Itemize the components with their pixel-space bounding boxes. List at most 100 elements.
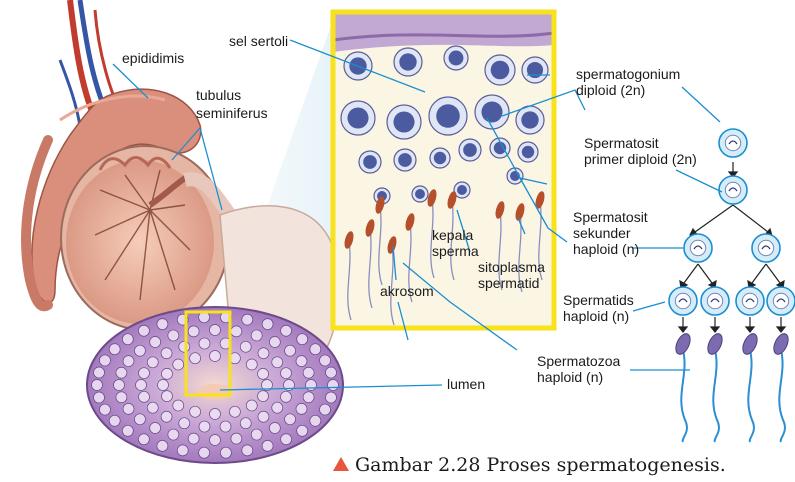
label-kepala-line1: kepala (432, 227, 473, 243)
tubule-cell (320, 404, 331, 415)
tubule-cell (168, 429, 179, 440)
spermatozoa-head (771, 331, 791, 356)
label-epididimis: epididimis (122, 50, 184, 66)
cell-nucleus (449, 51, 464, 66)
tubule-cell (229, 406, 240, 417)
tubule-cell (325, 392, 336, 403)
tubule-cell (161, 348, 172, 359)
tubule-cell (251, 330, 262, 341)
label-sekunder-line3: haploid (n) (573, 241, 639, 257)
spermatozoa-tail (681, 350, 687, 442)
tubule-cell (179, 341, 190, 352)
tubule-cell (272, 357, 283, 368)
tubule-cell (134, 345, 145, 356)
tubule-cell (251, 429, 262, 440)
tubule-cell (177, 445, 188, 456)
tubule-cell (258, 411, 269, 422)
tubule-cell (147, 402, 158, 413)
tubule-cell (168, 330, 179, 341)
sequence-nucleus (725, 135, 740, 150)
tubule-cell (92, 380, 103, 391)
cell-nucleus (494, 142, 506, 154)
label-spermatids-line2: haploid (n) (563, 308, 629, 324)
tubule-cell (138, 391, 149, 402)
cell-nucleus (481, 101, 502, 122)
tubule-cell (262, 440, 273, 451)
tubule-cell (179, 418, 190, 429)
label-spermatogonium-line2: diploid (2n) (576, 82, 645, 98)
tubule-cell (122, 425, 133, 436)
tubule-cell (116, 367, 127, 378)
tubule-cell (210, 435, 221, 446)
spermatozoa-tail (713, 350, 719, 442)
tubule-cell (231, 326, 242, 337)
tubule-cell (122, 334, 133, 345)
tubule-cell (210, 409, 221, 420)
tubule-cell (262, 319, 273, 330)
sequence-nucleus (675, 293, 690, 308)
tubule-cell (303, 392, 314, 403)
tubule-cell (161, 368, 172, 379)
tubule-cell (310, 344, 321, 355)
tubule-cell (157, 319, 168, 330)
tubule-cell (99, 404, 110, 415)
tubule-cell (99, 355, 110, 366)
cell-nucleus (521, 111, 538, 128)
cell-nucleus (399, 53, 416, 70)
cell-nucleus (457, 185, 467, 195)
tubule-cell (210, 325, 221, 336)
tubule-cell (240, 341, 251, 352)
tubule-cell (320, 355, 331, 366)
tubule-cell (281, 325, 292, 336)
tubule-cell (199, 338, 210, 349)
tubule-cell (285, 345, 296, 356)
cell-nucleus (415, 189, 425, 199)
label-spermatogonium-line1: spermatogonium (576, 66, 680, 82)
spermatozoa-head (705, 331, 725, 356)
tubule-cell (157, 440, 168, 451)
cell-nucleus (436, 104, 460, 128)
tubule-cell (173, 359, 184, 370)
tubule-cell (296, 403, 307, 414)
tubule-cell (281, 434, 292, 445)
caption-text: Gambar 2.28 Proses spermatogenesis. (355, 454, 726, 476)
tubule-cell (210, 351, 221, 362)
tubule-cell (161, 391, 172, 402)
tubule-cell (136, 380, 147, 391)
label-tubulus-line2: seminiferus (196, 105, 268, 121)
cell-nucleus (522, 146, 534, 158)
tubule-cell (297, 334, 308, 345)
tubule-cell (281, 368, 292, 379)
tubule-cell (258, 391, 269, 402)
label-primer-line2: primer diploid (2n) (584, 151, 697, 167)
sequence-nucleus (707, 293, 722, 308)
tubule-cell (109, 344, 120, 355)
cell-nucleus (398, 153, 412, 167)
tubule-cell (173, 400, 184, 411)
label-sekunder-line1: Spermatosit (573, 209, 648, 225)
tubule-cell (231, 433, 242, 444)
tubule-cell (306, 380, 317, 391)
cell-nucleus (347, 107, 368, 128)
tubule-cell (138, 368, 149, 379)
spermatozoa-tail (779, 350, 785, 442)
cell-nucleus (434, 152, 446, 164)
tubule-cell (147, 357, 158, 368)
tubule-cell (150, 423, 161, 434)
cell-nucleus (491, 61, 510, 80)
tubule-cell (328, 380, 339, 391)
tubule-cell (296, 356, 307, 367)
tubule-cell (258, 348, 269, 359)
label-spermatozoa-line1: Spermatozoa (537, 353, 620, 369)
caption-triangle-icon (333, 457, 349, 471)
tubule-cell (190, 353, 201, 364)
tubule-cell (138, 434, 149, 445)
tubule-cell (242, 314, 253, 325)
sequence-nucleus (773, 293, 788, 308)
testis (61, 146, 229, 330)
label-primer-line1: Spermatosit (584, 135, 659, 151)
tubule-cell (246, 359, 257, 370)
tubule-cell (258, 368, 269, 379)
label-sitoplasma-line1: sitoplasma (478, 259, 545, 275)
tubule-cell (303, 367, 314, 378)
